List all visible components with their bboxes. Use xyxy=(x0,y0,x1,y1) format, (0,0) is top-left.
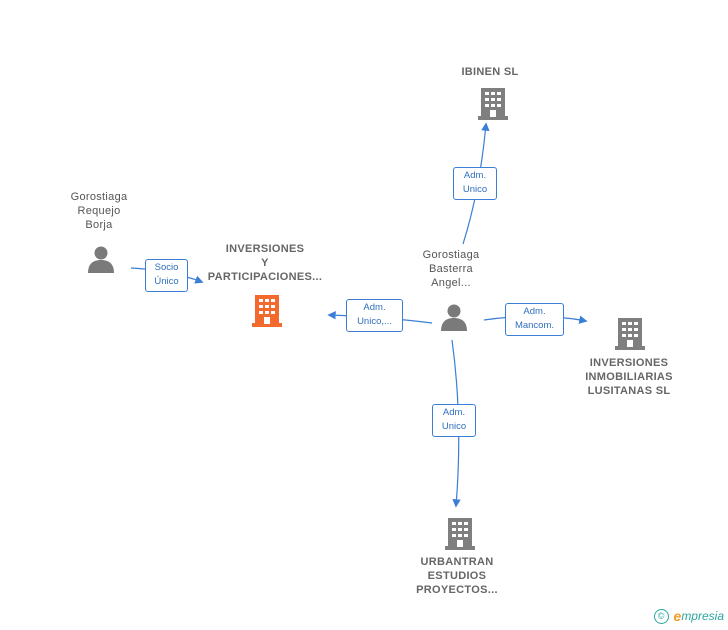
label-line: Único xyxy=(154,276,179,287)
person-icon[interactable] xyxy=(86,244,116,279)
node-label-urbantran[interactable]: URBANTRAN ESTUDIOS PROYECTOS... xyxy=(407,555,507,597)
person-icon[interactable] xyxy=(439,302,469,337)
label-line: ESTUDIOS xyxy=(427,570,487,582)
edge-label-socio-unico[interactable]: Socio Único xyxy=(145,259,188,292)
label-line: Socio xyxy=(154,262,179,273)
label-line: Mancom. xyxy=(514,320,555,331)
label-line: Basterra xyxy=(429,263,473,275)
building-icon[interactable] xyxy=(444,516,476,555)
copyright-icon: © xyxy=(653,608,669,624)
label-line: Adm. xyxy=(442,407,466,418)
label-line: Angel... xyxy=(431,277,471,289)
label-line: LUSITANAS SL xyxy=(587,385,671,397)
edge-label-adm-unico-urbantran[interactable]: Adm. Unico xyxy=(432,404,476,437)
node-label-ibinen[interactable]: IBINEN SL xyxy=(440,65,540,79)
empresia-brand[interactable]: © e mpresia xyxy=(653,608,724,624)
label-line: Unico xyxy=(441,421,467,432)
edge-label-adm-unico-participaciones[interactable]: Adm. Unico,... xyxy=(346,299,403,332)
building-icon[interactable] xyxy=(614,316,646,355)
label-line: Borja xyxy=(85,219,113,231)
edge-label-adm-unico-ibinen[interactable]: Adm. Unico xyxy=(453,167,497,200)
label-line: Unico,... xyxy=(357,316,392,327)
label-line: Gorostiaga xyxy=(70,191,128,203)
label-line: Adm. xyxy=(463,170,487,181)
label-line: URBANTRAN xyxy=(420,556,494,568)
label-line: PARTICIPACIONES... xyxy=(207,271,323,283)
node-label-inversiones-inmobiliarias[interactable]: INVERSIONES INMOBILIARIAS LUSITANAS SL xyxy=(574,356,684,398)
brand-initial: e xyxy=(673,608,682,624)
node-label-gorostiaga-requejo[interactable]: Gorostiaga Requejo Borja xyxy=(49,190,149,232)
building-icon[interactable] xyxy=(251,293,283,332)
label-line: INVERSIONES xyxy=(589,357,669,369)
label-line: Adm. xyxy=(523,306,546,317)
edge-label-adm-mancom[interactable]: Adm. Mancom. xyxy=(505,303,564,336)
building-icon[interactable] xyxy=(477,86,509,125)
node-label-gorostiaga-basterra[interactable]: Gorostiaga Basterra Angel... xyxy=(401,248,501,290)
node-label-inversiones-participaciones[interactable]: INVERSIONES Y PARTICIPACIONES... xyxy=(195,242,335,284)
label-line: INMOBILIARIAS xyxy=(585,371,673,383)
label-line: INVERSIONES xyxy=(225,243,305,255)
label-line: Y xyxy=(261,257,269,269)
label-line: Adm. xyxy=(363,302,386,313)
brand-name: mpresia xyxy=(681,609,724,623)
label-line: Requejo xyxy=(77,205,121,217)
label-line: Gorostiaga xyxy=(422,249,480,261)
label-line: PROYECTOS... xyxy=(416,584,498,596)
label-line: Unico xyxy=(462,184,488,195)
label-line: IBINEN SL xyxy=(461,66,519,78)
